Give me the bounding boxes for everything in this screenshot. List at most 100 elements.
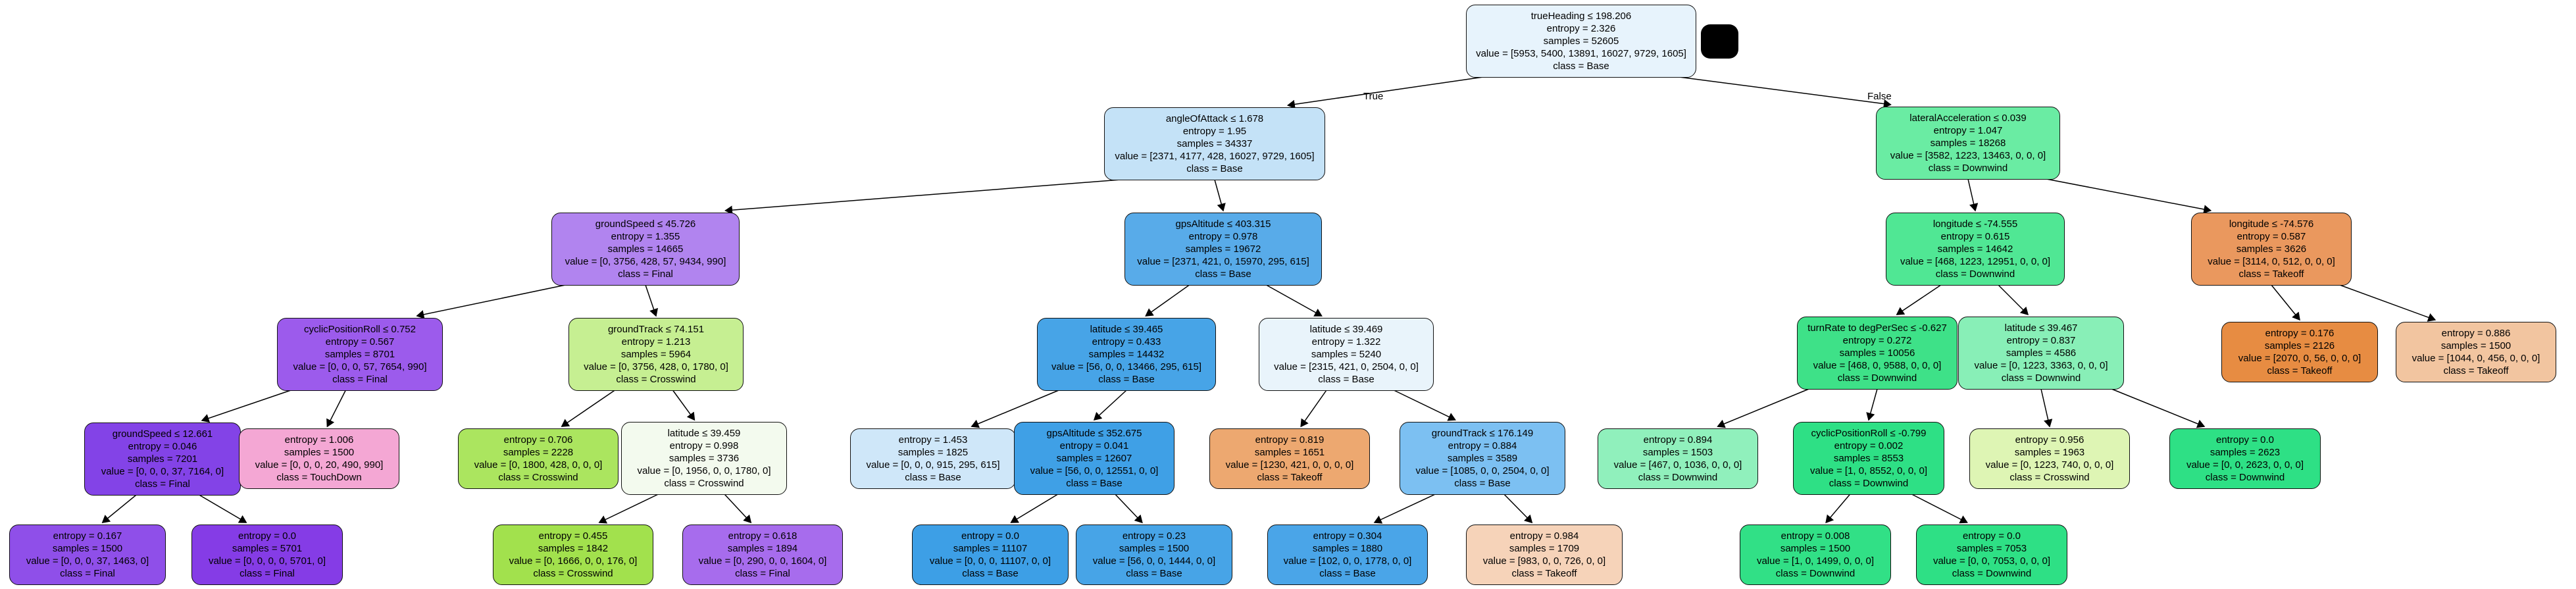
node-text-line: class = Downwind xyxy=(1829,478,1909,489)
node-text-line: entropy = 0.819 xyxy=(1255,434,1325,446)
node-text-line: class = Downwind xyxy=(1638,472,1718,483)
node-text-line: class = Base xyxy=(962,568,1019,579)
node-text-line: class = Base xyxy=(1186,163,1243,174)
node-text-line: value = [0, 0, 2623, 0, 0, 0] xyxy=(2186,459,2304,471)
node-text-line: samples = 52605 xyxy=(1543,36,1619,47)
node-text-line: samples = 3736 xyxy=(669,453,740,464)
node-text-line: entropy = 0.041 xyxy=(1059,440,1129,451)
node-text-line: trueHeading ≤ 198.206 xyxy=(1530,11,1632,22)
node-text-line: samples = 11107 xyxy=(953,543,1028,554)
node-text-line: value = [983, 0, 0, 726, 0, 0] xyxy=(1482,555,1606,567)
node-text-line: entropy = 1.95 xyxy=(1182,126,1247,137)
node-text-line: value = [0, 3756, 428, 57, 9434, 990] xyxy=(565,256,726,267)
node-text-line: class = Final xyxy=(618,269,673,280)
tree-edge-groundtrack-74-151-to-latitude-39-459 xyxy=(672,390,695,421)
node-text-line: latitude ≤ 39.459 xyxy=(667,428,741,439)
node-text-line: value = [2070, 0, 56, 0, 0, 0] xyxy=(2238,353,2361,364)
node-text-line: samples = 1503 xyxy=(1642,447,1713,458)
tree-edge-latitude-39-459-to-leaf-final-1894 xyxy=(724,494,752,524)
node-text-line: entropy = 0.455 xyxy=(538,530,608,542)
tree-edge-latitude-39-459-to-leaf-crosswind-1842 xyxy=(598,494,659,524)
node-text-line: samples = 12607 xyxy=(1056,453,1132,464)
node-text-line: class = Downwind xyxy=(2205,472,2285,483)
node-text-line: entropy = 0.167 xyxy=(53,530,122,542)
node-text-line: entropy = 0.956 xyxy=(2015,434,2084,446)
node-text-line: value = [56, 0, 0, 13466, 295, 615] xyxy=(1051,361,1202,372)
node-text-line: samples = 1709 xyxy=(1509,543,1580,554)
node-text-line: value = [0, 290, 0, 0, 1604, 0] xyxy=(698,555,827,567)
node-text-line: class = Base xyxy=(1318,374,1375,385)
node-text-line: value = [2315, 421, 0, 2504, 0, 0] xyxy=(1274,361,1419,372)
node-text-line: class = Crosswind xyxy=(616,374,696,385)
node-text-line: class = Downwind xyxy=(1935,269,2015,280)
node-text-line: value = [5953, 5400, 13891, 16027, 9729,… xyxy=(1476,48,1686,59)
node-text-line: value = [102, 0, 0, 1778, 0, 0] xyxy=(1283,555,1412,567)
tree-edge-groundtrack-176-149-to-leaf-base-1880 xyxy=(1373,494,1436,524)
node-text-line: samples = 14642 xyxy=(1937,243,2013,255)
node-text-line: samples = 1963 xyxy=(2014,447,2085,458)
node-text-line: samples = 1894 xyxy=(727,543,798,554)
node-text-line: samples = 5240 xyxy=(1311,349,1382,360)
node-text-line: value = [0, 0, 0, 37, 1463, 0] xyxy=(26,555,149,567)
node-text-line: samples = 7201 xyxy=(127,453,198,465)
node-text-line: samples = 8701 xyxy=(324,349,395,360)
node-text-line: samples = 19672 xyxy=(1185,243,1261,255)
node-text-line: samples = 1825 xyxy=(897,447,969,458)
node-text-line: value = [0, 0, 0, 57, 7654, 990] xyxy=(293,361,427,372)
node-text-line: value = [0, 1223, 740, 0, 0, 0] xyxy=(1985,459,2114,471)
node-text-line: class = TouchDown xyxy=(276,472,362,483)
node-text-line: class = Downwind xyxy=(2001,372,2081,384)
node-text-line: groundTrack ≤ 176.149 xyxy=(1431,428,1534,439)
node-text-line: latitude ≤ 39.469 xyxy=(1309,324,1383,335)
node-text-line: entropy = 1.322 xyxy=(1311,336,1381,347)
node-text-line: groundSpeed ≤ 45.726 xyxy=(595,218,696,230)
node-text-line: class = Base xyxy=(1098,374,1155,385)
node-text-line: entropy = 0.23 xyxy=(1122,530,1186,542)
node-text-line: entropy = 0.0 xyxy=(1963,530,2021,542)
tree-edge-angleofattack-to-groundspeed-45-726 xyxy=(724,179,1121,215)
tree-edge-cyclicpositionroll-0-752-to-groundspeed-12-661 xyxy=(201,390,291,423)
tree-edge-gpsaltitude-403-315-to-latitude-39-469 xyxy=(1266,284,1323,317)
node-text-line: samples = 1500 xyxy=(2440,340,2512,351)
node-text-line: samples = 2623 xyxy=(2210,447,2281,458)
tree-edge-longitude-74-555-to-latitude-39-467 xyxy=(1998,284,2029,316)
node-text-line: value = [3114, 0, 512, 0, 0, 0] xyxy=(2208,256,2335,267)
node-text-line: value = [56, 0, 0, 12551, 0, 0] xyxy=(1030,465,1159,476)
node-text-line: entropy = 0.433 xyxy=(1092,336,1161,347)
tree-edge-longitude-74-555-to-turnrate-degpersec xyxy=(1896,284,1942,315)
tree-edge-groundtrack-74-151-to-leaf-crosswind-2228 xyxy=(561,390,615,427)
node-text-line: value = [0, 1800, 428, 0, 0, 0] xyxy=(474,459,603,471)
tree-edge-root-trueheading-to-angleofattack xyxy=(1286,76,1484,109)
node-text-line: entropy = 0.618 xyxy=(728,530,797,542)
node-text-line: samples = 14665 xyxy=(607,243,684,255)
node-text-line: samples = 1500 xyxy=(1780,543,1851,554)
tree-edge-groundspeed-12-661-to-leaf-final-1500 xyxy=(101,494,137,523)
node-text-line: samples = 1500 xyxy=(52,543,123,554)
node-text-line: value = [1085, 0, 0, 2504, 0, 0] xyxy=(1415,465,1550,476)
node-text-line: class = Takeoff xyxy=(2443,365,2509,376)
node-text-line: value = [2371, 421, 0, 15970, 295, 615] xyxy=(1137,256,1309,267)
node-text-line: class = Downwind xyxy=(1775,568,1856,579)
tree-edge-cyclicpositionroll-neg-0-799-to-leaf-downwind-7053 xyxy=(1911,494,1968,524)
node-text-line: entropy = 0.0 xyxy=(961,530,1019,542)
node-text-line: class = Final xyxy=(240,568,295,579)
node-text-line: class = Downwind xyxy=(1928,163,2008,174)
node-text-line: class = Base xyxy=(905,472,961,483)
node-text-line: value = [0, 1223, 3363, 0, 0, 0] xyxy=(1974,360,2108,371)
node-text-line: samples = 18268 xyxy=(1930,138,2006,149)
node-text-line: entropy = 2.326 xyxy=(1546,23,1616,34)
node-text-line: samples = 1651 xyxy=(1254,447,1325,458)
node-text-line: samples = 3626 xyxy=(2236,243,2307,255)
node-text-line: class = Takeoff xyxy=(2238,269,2304,280)
